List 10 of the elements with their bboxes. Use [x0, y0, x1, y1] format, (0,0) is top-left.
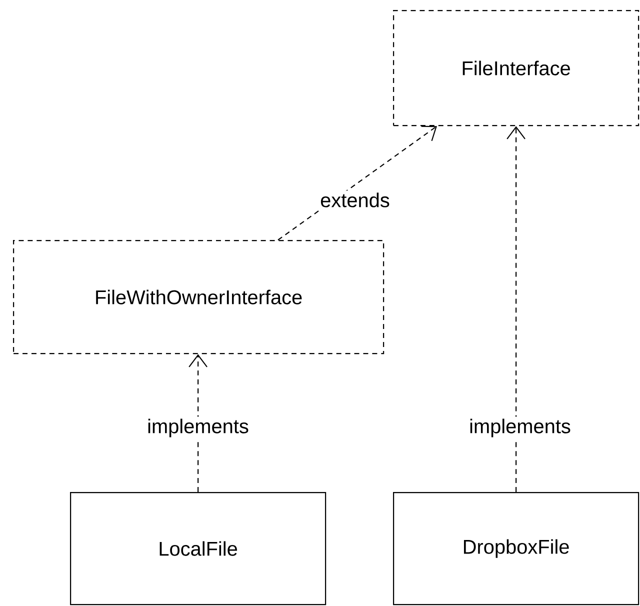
interface-box: FileInterface	[393, 10, 640, 126]
edge-label: implements	[145, 416, 251, 440]
edge-label: extends	[318, 190, 392, 210]
arrow	[278, 126, 437, 240]
arrow	[506, 126, 526, 492]
arrow	[188, 354, 208, 492]
class-box: LocalFile	[70, 492, 326, 606]
edge-label: implements	[467, 416, 573, 440]
class-box: DropboxFile	[393, 492, 640, 606]
interface-box: FileWithOwnerInterface	[13, 240, 384, 354]
